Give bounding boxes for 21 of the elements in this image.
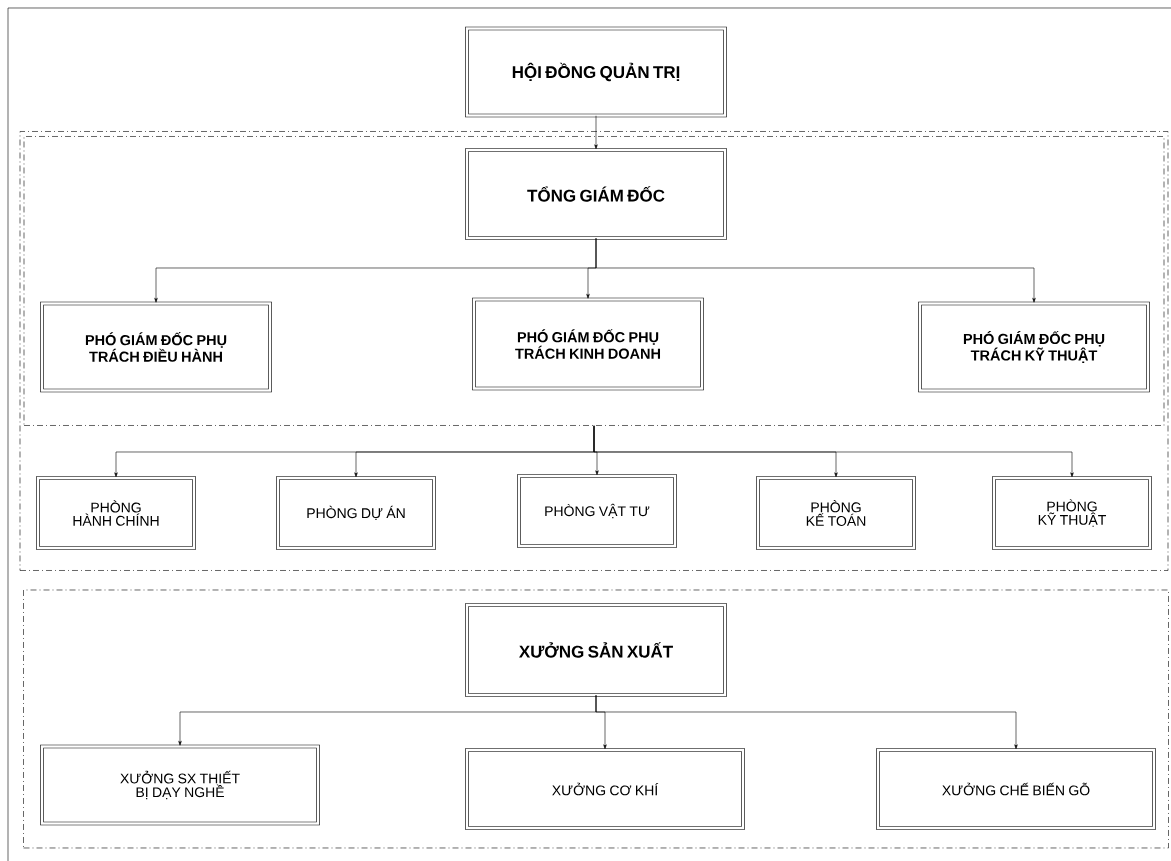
deputy-box: PHÓ GIÁM ĐỐC PHỤ TRÁCH KINH DOANH: [472, 297, 704, 391]
connector-arrow: [595, 695, 1018, 750]
title-box: TỔNG GIÁM ĐỐC: [465, 148, 727, 240]
department-box: PHÒNG KẾ TOÁN: [756, 476, 916, 550]
department-box: XƯỞNG CHẾ BIẾN GỖ: [876, 748, 1156, 830]
dashed-group-box: [23, 589, 1169, 849]
dashed-group-box: [19, 131, 1169, 571]
department-box: PHÒNG DỰ ÁN: [276, 476, 436, 550]
department-box: PHÒNG HÀNH CHÍNH: [36, 476, 196, 550]
connector-arrow: [593, 425, 1074, 478]
connector-arrow: [594, 115, 598, 150]
deputy-box: PHÓ GIÁM ĐỐC PHỤ TRÁCH KỸ THUẬT: [918, 301, 1150, 393]
connector-arrow: [595, 238, 1036, 303]
department-box: XƯỞNG SX THIẾT BỊ DẠY NGHỀ: [40, 744, 320, 826]
department-box: PHÒNG KỸ THUẬT: [992, 476, 1152, 550]
dashed-group-box: [23, 136, 1165, 426]
title-box: XƯỞNG SẢN XUẤT: [465, 603, 727, 697]
department-box: PHÒNG VẬT TƯ: [517, 474, 677, 548]
deputy-box: PHÓ GIÁM ĐỐC PHỤ TRÁCH ĐIỀU HÀNH: [40, 301, 272, 393]
department-box: XƯỞNG CƠ KHÍ: [465, 748, 745, 830]
title-box: HỘI ĐỒNG QUẢN TRỊ: [465, 26, 727, 118]
